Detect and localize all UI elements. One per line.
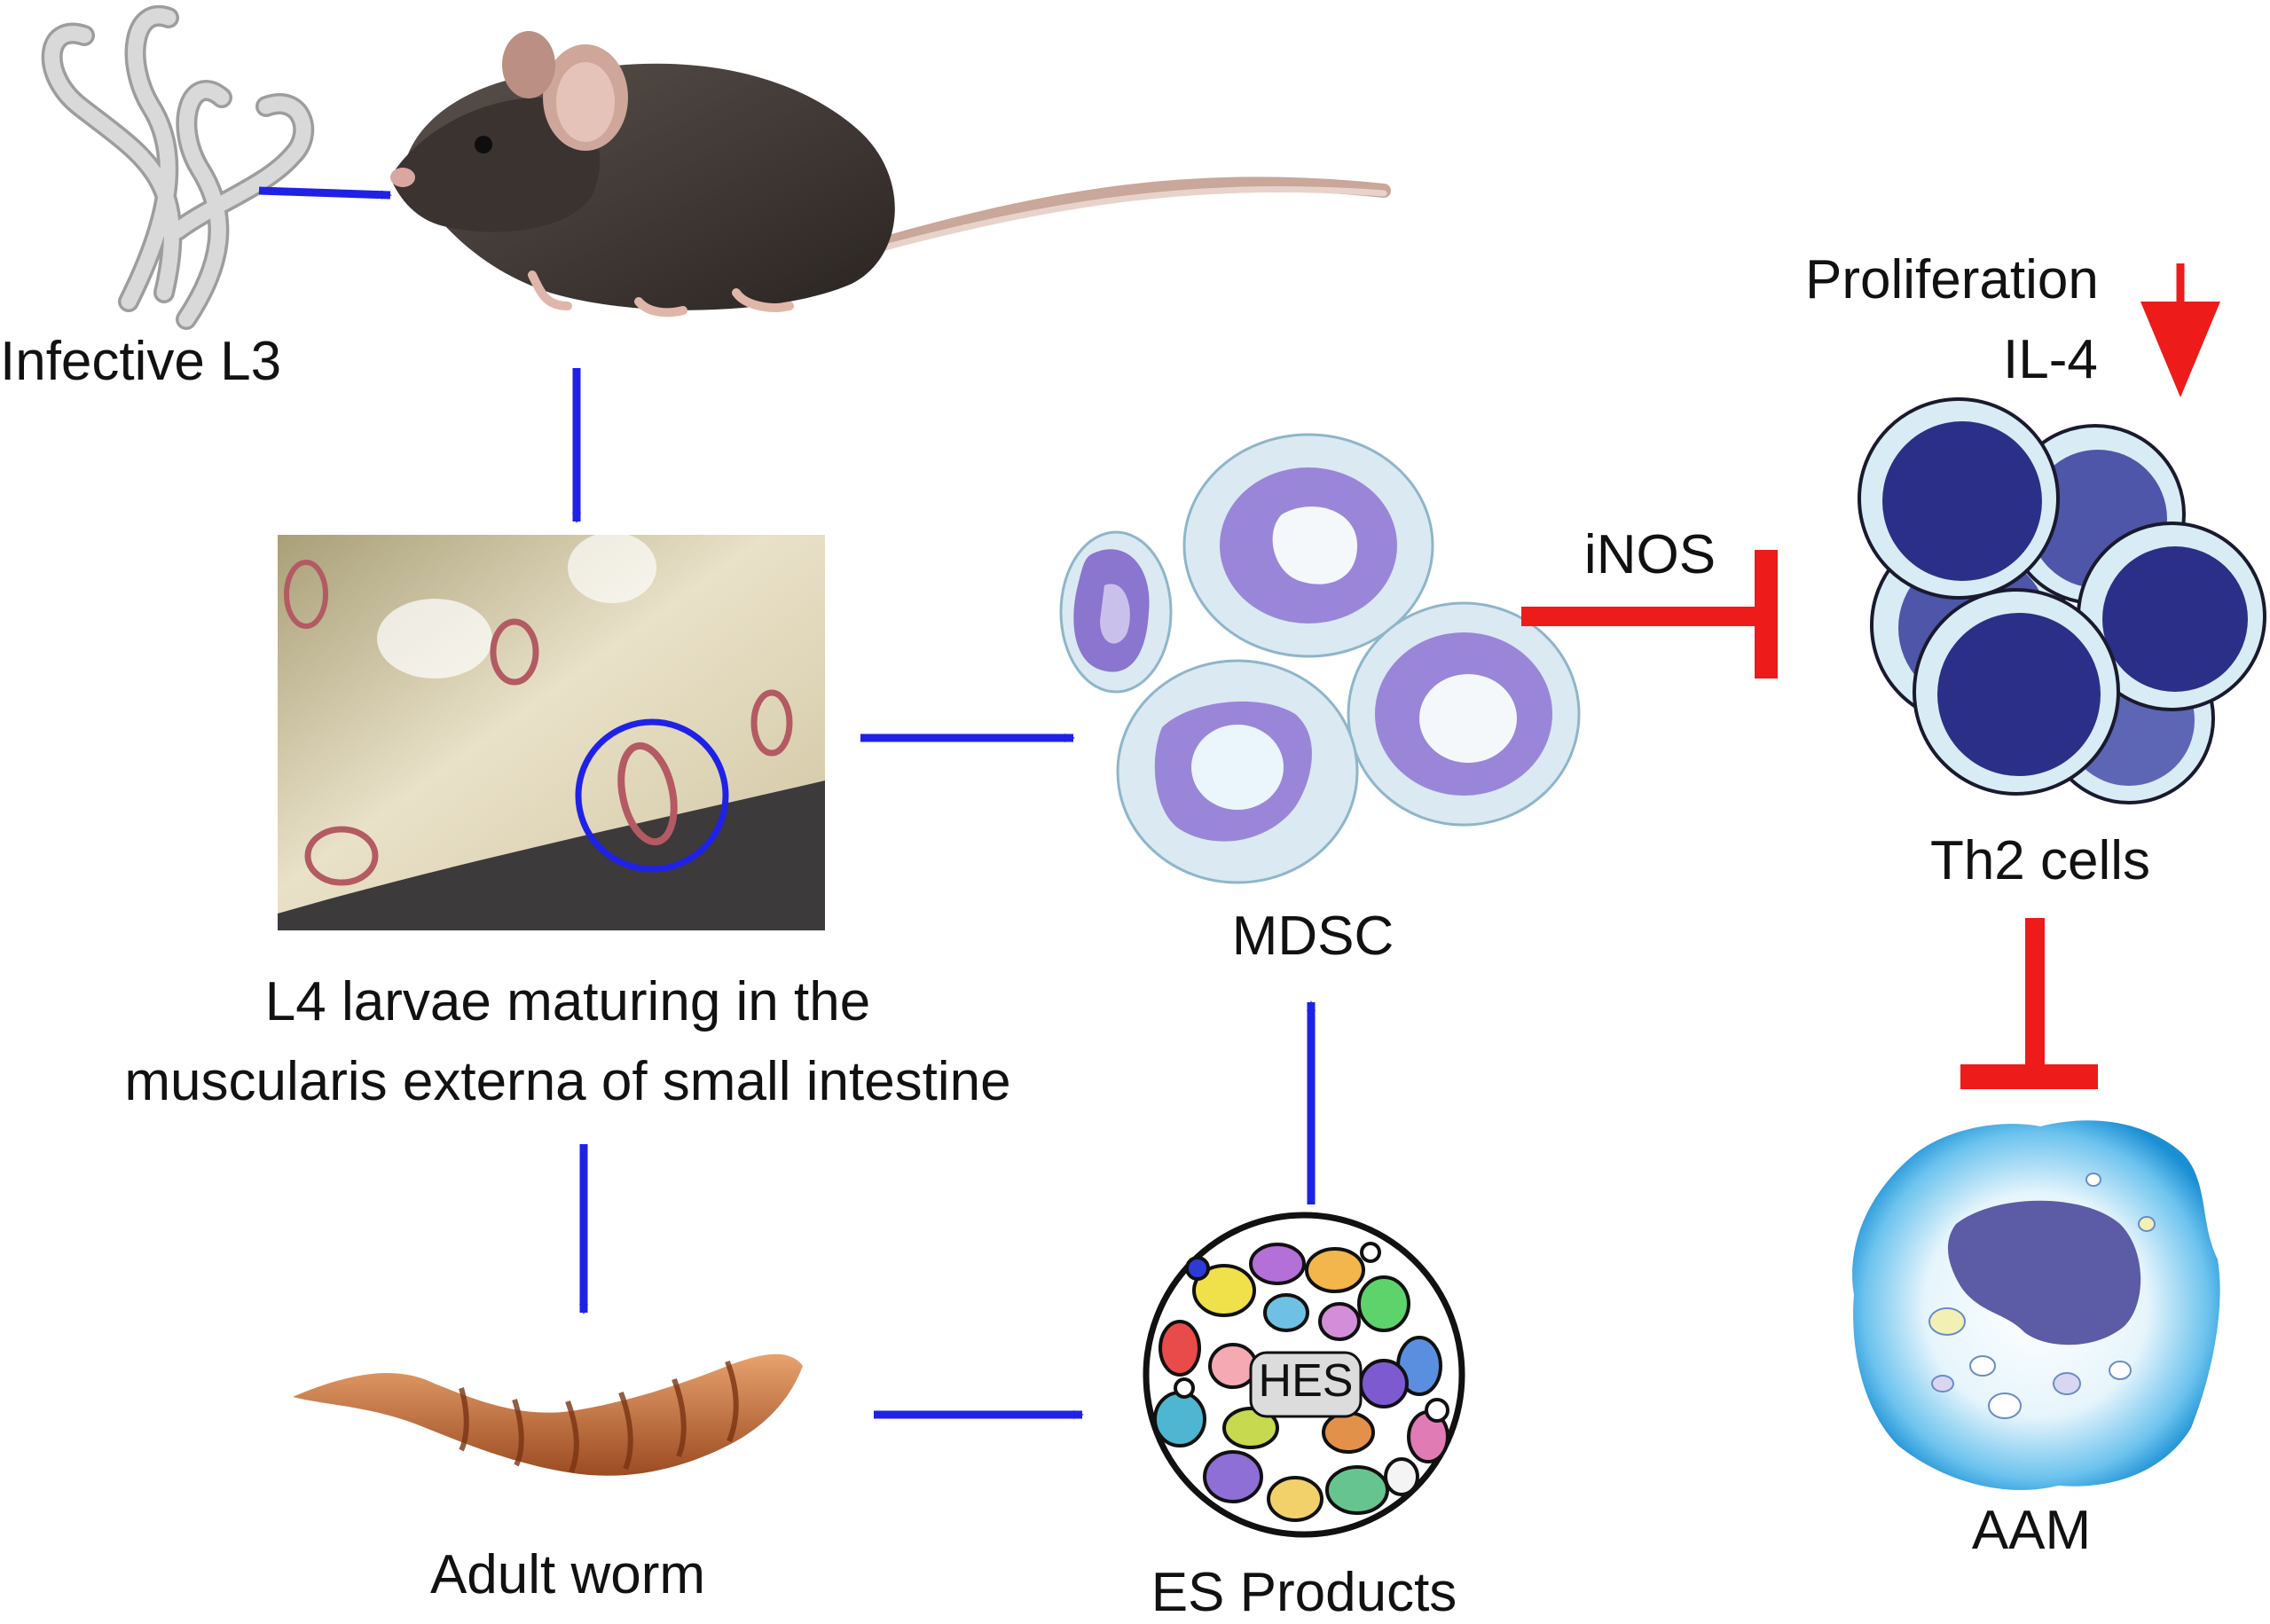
mdsc-cells [1059,433,1581,884]
es-products-illustration [1143,1212,1465,1538]
mouse-illustration [390,31,1391,318]
l4-larvae-label: L4 larvae maturing in the muscularis ext… [0,962,1135,1122]
th2-cells [1858,397,2266,804]
proliferation-label: Proliferation [1805,249,2099,310]
th2-cell [1913,588,2120,796]
intestine-photo [278,532,825,930]
l4-label-line1: L4 larvae maturing in the [264,971,871,1032]
th2-cells-label: Th2 cells [1929,830,2151,891]
th2-inhibition-line [2025,918,2045,1073]
inos-inhibition-bar [1755,550,1778,679]
adult-worm-illustration [293,1353,803,1476]
activation-arrows [258,186,1316,1419]
mdsc-label: MDSC [1231,906,1394,967]
es-products-label: ES Products [1151,1562,1457,1623]
mdsc-cell [1059,530,1173,694]
l4-label-line2: muscularis externa of small intestine [124,1051,1011,1112]
infective-l3-label: Infective L3 [0,331,282,392]
inos-label: iNOS [1583,524,1716,585]
il4-label: IL-4 [2003,329,2098,390]
arrow-l3-to-mouse [258,186,392,200]
inhibition-marks [1521,550,2098,1089]
l3-larvae-illustration [41,4,315,330]
mdsc-cell [1116,659,1359,884]
mdsc-cell [1182,433,1434,658]
aam-cell [1852,1120,2220,1490]
hes-label: HES [1258,1355,1354,1407]
th2-cell [2077,522,2266,711]
inos-inhibition-line [1521,607,1756,626]
th2-cell [1858,397,2060,600]
mdsc-cell [1347,601,1581,827]
aam-label: AAM [1971,1500,2092,1561]
adult-worm-label: Adult worm [429,1544,706,1605]
th2-inhibition-bar [1960,1064,2098,1089]
